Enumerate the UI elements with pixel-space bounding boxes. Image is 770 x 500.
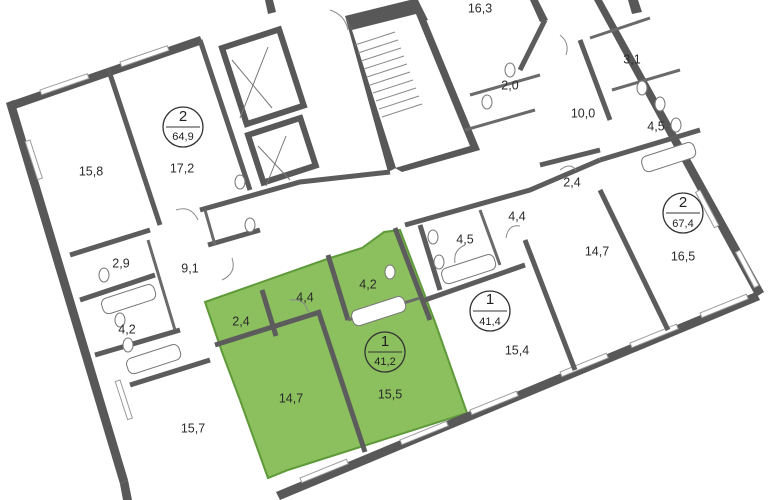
badge-area: 41,4 [479, 316, 500, 328]
room-label: 15,7 [181, 421, 205, 435]
room-label: 16,3 [468, 1, 492, 15]
room-label: 14,7 [279, 391, 303, 405]
apartment-badge-right[interactable]: 2 67,4 [662, 192, 704, 234]
apartment-badge-selected[interactable]: 1 41,2 [364, 331, 406, 373]
room-label: 15,8 [79, 164, 103, 178]
room-label: 4,2 [118, 322, 135, 336]
room-label: 4,4 [296, 290, 313, 304]
room-label: 9,1 [181, 261, 198, 275]
room-label: 2,9 [112, 256, 129, 270]
bathroom-fixtures [98, 62, 697, 375]
room-label: 4,4 [508, 209, 525, 223]
apartment-badge-mid[interactable]: 1 41,4 [469, 290, 511, 332]
badge-rooms: 1 [486, 291, 494, 308]
room-label: 15,5 [378, 387, 402, 401]
badge-rooms: 1 [381, 333, 389, 350]
room-label: 4,2 [359, 277, 376, 291]
door-swings [175, 9, 577, 313]
room-label: 3,1 [623, 52, 640, 66]
badge-rooms: 2 [179, 108, 187, 125]
selected-apartment-area[interactable] [203, 228, 469, 480]
room-label: 17,2 [170, 161, 194, 175]
room-label: 15,4 [505, 343, 529, 357]
room-label: 2,0 [501, 78, 518, 92]
badge-area: 67,4 [672, 218, 693, 230]
room-label: 4,5 [456, 232, 473, 246]
room-label: 10,0 [571, 106, 595, 120]
apartment-badge-left-top[interactable]: 2 64,9 [162, 106, 204, 148]
badge-rooms: 2 [679, 194, 687, 211]
room-label: 4,5 [647, 119, 664, 133]
selected-apartment-fill[interactable] [203, 228, 469, 480]
badge-area: 41,2 [374, 356, 395, 368]
room-label: 14,7 [585, 244, 609, 258]
room-label: 2,4 [232, 314, 249, 328]
badge-area: 64,9 [172, 131, 193, 143]
room-label: 16,5 [671, 249, 695, 263]
windows [24, 45, 760, 484]
room-label: 2,4 [563, 175, 580, 189]
room-labels: 16,3 3,1 2,0 10,0 4,5 15,8 17,2 2,4 2,9 … [79, 1, 695, 435]
